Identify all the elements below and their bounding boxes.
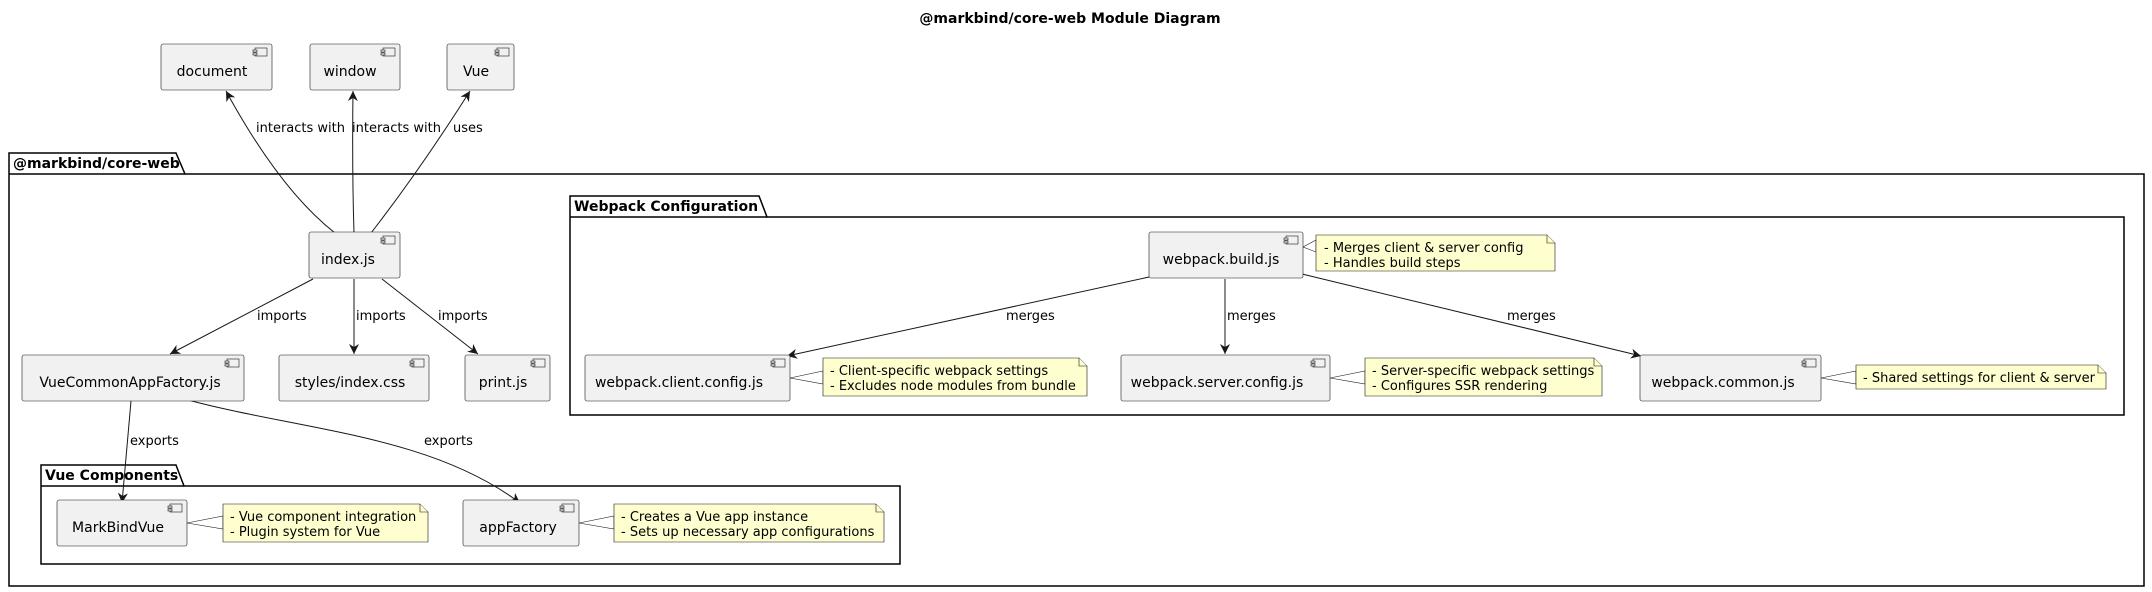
edge-index-document bbox=[225, 90, 336, 234]
edge-label-build-server: merges bbox=[1227, 309, 1276, 324]
edge-label-vcaf-markbindvue: exports bbox=[130, 434, 179, 449]
component-app-factory-label: appFactory bbox=[479, 520, 557, 536]
component-vue-common-app-factory-label: VueCommonAppFactory.js bbox=[39, 375, 220, 391]
component-vue[interactable]: Vue bbox=[446, 43, 515, 91]
component-webpack-client[interactable]: webpack.client.config.js bbox=[584, 354, 791, 402]
note-webpack-client: - Client-specific webpack settings - Exc… bbox=[789, 357, 1088, 397]
note-app-factory-line-1: - Creates a Vue app instance bbox=[621, 510, 808, 525]
edge-label-index-vue: uses bbox=[453, 121, 483, 136]
package-core-web: @markbind/core-web bbox=[8, 152, 2145, 587]
edge-label-build-client: merges bbox=[1006, 309, 1055, 324]
note-app-factory-line-2: - Sets up necessary app configurations bbox=[621, 525, 875, 540]
note-webpack-build-line-1: - Merges client & server config bbox=[1324, 241, 1523, 256]
component-webpack-server-label: webpack.server.config.js bbox=[1131, 375, 1304, 391]
component-window-label: window bbox=[323, 64, 376, 80]
edge-vcaf-markbindvue bbox=[117, 400, 132, 504]
component-app-factory[interactable]: appFactory bbox=[462, 499, 580, 547]
note-webpack-client-line-1: - Client-specific webpack settings bbox=[830, 364, 1048, 379]
component-styles-label: styles/index.css bbox=[295, 375, 406, 391]
edge-build-client bbox=[786, 276, 1150, 359]
note-webpack-common-line-1: - Shared settings for client & server bbox=[1863, 371, 2096, 386]
note-webpack-server-line-2: - Configures SSR rendering bbox=[1372, 379, 1547, 394]
component-webpack-client-label: webpack.client.config.js bbox=[595, 375, 763, 391]
component-print-label: print.js bbox=[479, 375, 528, 391]
edge-index-window bbox=[347, 90, 358, 234]
component-webpack-server[interactable]: webpack.server.config.js bbox=[1120, 354, 1331, 402]
package-vue-components: Vue Components bbox=[40, 464, 901, 565]
package-vue-components-label: Vue Components bbox=[45, 468, 178, 484]
note-webpack-server-line-1: - Server-specific webpack settings bbox=[1372, 364, 1595, 379]
component-vue-common-app-factory[interactable]: VueCommonAppFactory.js bbox=[21, 354, 245, 402]
component-markbind-vue-label: MarkBindVue bbox=[72, 520, 164, 536]
component-webpack-build[interactable]: webpack.build.js bbox=[1148, 231, 1304, 279]
component-print[interactable]: print.js bbox=[464, 354, 551, 402]
component-index[interactable]: index.js bbox=[308, 231, 401, 279]
component-webpack-common-label: webpack.common.js bbox=[1651, 375, 1794, 391]
edge-label-index-styles: imports bbox=[356, 309, 406, 324]
component-document-label: document bbox=[177, 64, 248, 80]
component-window[interactable]: window bbox=[309, 43, 401, 91]
edge-label-index-vcaf: imports bbox=[257, 309, 307, 324]
edge-label-index-window: interacts with bbox=[352, 121, 441, 136]
component-markbind-vue[interactable]: MarkBindVue bbox=[56, 499, 188, 547]
diagram-title: @markbind/core-web Module Diagram bbox=[919, 11, 1220, 27]
note-webpack-client-line-2: - Excludes node modules from bundle bbox=[830, 379, 1076, 394]
component-vue-label: Vue bbox=[463, 64, 489, 80]
package-webpack: Webpack Configuration bbox=[569, 195, 2125, 416]
edge-index-vue bbox=[370, 90, 471, 234]
note-webpack-common: - Shared settings for client & server bbox=[1820, 364, 2107, 390]
edge-label-index-document: interacts with bbox=[256, 121, 345, 136]
component-index-label: index.js bbox=[321, 252, 375, 268]
note-webpack-server: - Server-specific webpack settings - Con… bbox=[1329, 357, 1603, 397]
edge-index-print bbox=[381, 278, 479, 355]
note-markbind-vue-line-2: - Plugin system for Vue bbox=[230, 525, 380, 540]
edge-label-vcaf-appfactory: exports bbox=[424, 434, 473, 449]
edges: interacts with interacts with uses impor… bbox=[117, 90, 1642, 504]
note-app-factory: - Creates a Vue app instance - Sets up n… bbox=[578, 503, 885, 543]
component-styles[interactable]: styles/index.css bbox=[278, 354, 430, 402]
component-webpack-build-label: webpack.build.js bbox=[1163, 252, 1280, 268]
note-webpack-build-line-2: - Handles build steps bbox=[1324, 256, 1461, 271]
component-document[interactable]: document bbox=[160, 43, 273, 91]
package-core-web-label: @markbind/core-web bbox=[13, 156, 180, 172]
edge-vcaf-appfactory bbox=[187, 399, 521, 504]
package-webpack-label: Webpack Configuration bbox=[574, 199, 758, 215]
edge-label-build-common: merges bbox=[1507, 309, 1556, 324]
edge-build-common bbox=[1301, 273, 1642, 359]
edge-index-vcaf bbox=[169, 278, 314, 355]
note-markbind-vue-line-1: - Vue component integration bbox=[230, 510, 416, 525]
edge-label-index-print: imports bbox=[438, 309, 488, 324]
note-webpack-build: - Merges client & server config - Handle… bbox=[1302, 234, 1556, 272]
note-markbind-vue: - Vue component integration - Plugin sys… bbox=[186, 503, 429, 543]
component-webpack-common[interactable]: webpack.common.js bbox=[1639, 354, 1822, 402]
